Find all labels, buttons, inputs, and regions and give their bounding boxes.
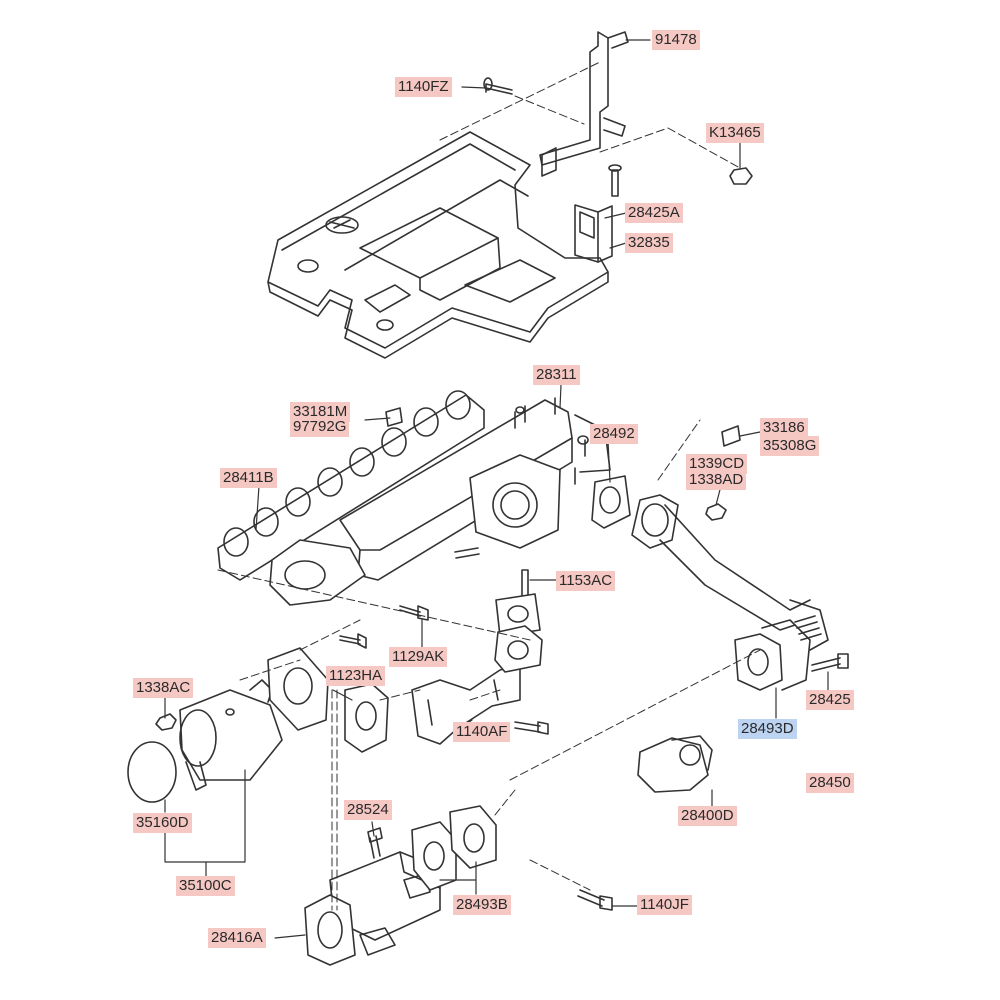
nut-1338AC xyxy=(155,713,177,731)
bolt-28524 xyxy=(367,827,383,859)
part-label-1339CD[interactable]: 1339CD xyxy=(686,454,748,474)
part-label-28311[interactable]: 28311 xyxy=(533,365,580,385)
egr-pipe-28450 xyxy=(631,494,829,651)
part-label-28493B[interactable]: 28493B xyxy=(453,895,511,915)
part-label-28450[interactable]: 28450 xyxy=(806,773,854,793)
o-ring-35160D xyxy=(127,741,177,803)
part-label-32835[interactable]: 32835 xyxy=(625,233,673,253)
part-label-K13465[interactable]: K13465 xyxy=(706,123,764,143)
part-label-28411B[interactable]: 28411B xyxy=(220,468,277,488)
engine-cover xyxy=(267,131,609,359)
bolt-1129AK xyxy=(339,605,429,649)
part-label-35308G[interactable]: 35308G xyxy=(760,436,820,456)
bracket-91478 xyxy=(539,31,629,177)
exhaust-manifold-28311 xyxy=(269,397,611,606)
stud-1153AC xyxy=(454,547,529,601)
part-label-1338AC[interactable]: 1338AC xyxy=(133,678,194,698)
part-label-28400D[interactable]: 28400D xyxy=(678,806,737,826)
gasket-28493D xyxy=(734,619,811,691)
bolt-1140AF xyxy=(514,721,549,735)
part-label-91478[interactable]: 91478 xyxy=(652,30,700,50)
part-label-35100C[interactable]: 35100C xyxy=(176,876,235,896)
part-label-28425A[interactable]: 28425A xyxy=(625,203,683,223)
part-label-1140FZ[interactable]: 1140FZ xyxy=(395,77,452,97)
part-label-1140AF[interactable]: 1140AF xyxy=(453,722,511,742)
nut-k13465 xyxy=(729,167,753,185)
clamp-28425A xyxy=(574,204,613,263)
part-label-1140JF[interactable]: 1140JF xyxy=(637,895,692,915)
gasket-28493B xyxy=(411,805,497,891)
egr-cooler-35100C xyxy=(179,679,283,791)
part-label-1129AK[interactable]: 1129AK xyxy=(389,647,448,667)
part-label-28492[interactable]: 28492 xyxy=(590,424,638,444)
egr-cooler-28416A xyxy=(304,851,441,966)
gasket-1123HA xyxy=(344,683,389,753)
egr-small-gasket xyxy=(494,593,543,673)
flange-gasket xyxy=(267,647,329,731)
bellows-28450 xyxy=(794,615,822,641)
clip-33181M xyxy=(385,407,403,427)
bolt-28425A xyxy=(608,164,622,197)
part-label-28416A[interactable]: 28416A xyxy=(208,928,266,948)
bolt-1140FZ xyxy=(483,77,513,95)
part-label-1123HA[interactable]: 1123HA xyxy=(326,666,386,686)
clip-33186 xyxy=(721,425,741,447)
part-label-28493D[interactable]: 28493D xyxy=(738,719,797,739)
bolt-1140JF xyxy=(577,889,613,911)
intake-gasket-28411B xyxy=(217,390,485,581)
bolt-28425 xyxy=(811,653,849,672)
part-label-33186[interactable]: 33186 xyxy=(760,418,808,438)
part-label-28524[interactable]: 28524 xyxy=(344,800,392,820)
part-label-1338AD[interactable]: 1338AD xyxy=(686,470,747,490)
part-label-28425[interactable]: 28425 xyxy=(806,690,854,710)
part-label-35160D[interactable]: 35160D xyxy=(133,813,192,833)
part-label-97792G[interactable]: 97792G xyxy=(290,417,350,437)
gasket-28492 xyxy=(591,475,631,529)
egr-tube xyxy=(411,664,521,745)
assembly-lines xyxy=(217,61,761,911)
egr-valve-28400D xyxy=(637,735,713,793)
part-label-1153AC[interactable]: 1153AC xyxy=(556,571,616,591)
nut-1338AD xyxy=(705,503,727,521)
